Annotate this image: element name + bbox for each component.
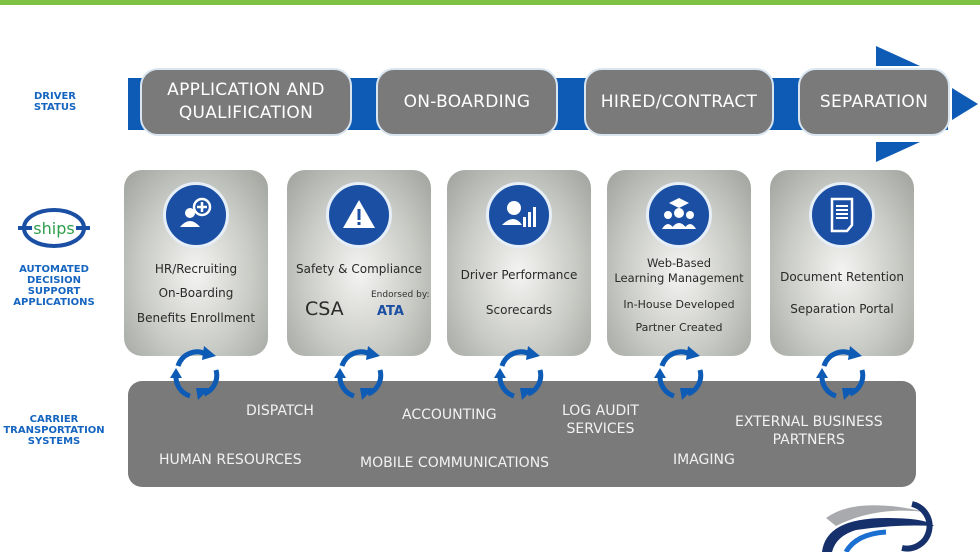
stage-separation: SEPARATION [798, 68, 950, 136]
systems-label: CARRIER TRANSPORTATION SYSTEMS [2, 414, 106, 447]
stage-hired-contract: HIRED/CONTRACT [584, 68, 774, 136]
system-log-audit: LOG AUDIT SERVICES [562, 402, 639, 438]
card-title: Learning Management [614, 271, 744, 285]
timeline-arrowhead-icon [876, 46, 978, 162]
label-line: APPLICATIONS [13, 297, 95, 308]
ships-logo-text: ships [33, 219, 74, 238]
endorsed-by-label: Endorsed by: [371, 290, 430, 300]
system-line: SERVICES [566, 421, 635, 437]
document-icon [809, 182, 875, 248]
card-line: Scorecards [485, 303, 553, 317]
card-line: On-Boarding [158, 286, 234, 300]
cycle-arrows-icon [334, 346, 384, 400]
graduation-group-icon [646, 182, 712, 248]
card-title: Safety & Compliance [295, 262, 422, 276]
ata-logo: ATA [377, 304, 404, 319]
card-title: Web-Based [646, 256, 712, 270]
system-accounting: ACCOUNTING [402, 407, 497, 423]
stage-label: ON-BOARDING [403, 91, 531, 112]
stage-label: APPLICATION AND [167, 80, 325, 100]
label-line: SYSTEMS [27, 436, 81, 447]
system-external-partners: EXTERNAL BUSINESS PARTNERS [735, 413, 883, 449]
driver-status-label: DRIVER STATUS [20, 91, 90, 113]
label-line: CARRIER [29, 414, 79, 425]
label-line: DECISION [27, 275, 81, 286]
stage-label: HIRED/CONTRACT [600, 91, 758, 112]
label-line: DRIVER [34, 91, 76, 102]
cycle-arrows-icon [816, 346, 866, 400]
ships-logo: ships [18, 208, 90, 248]
cycle-arrows-icon [170, 346, 220, 400]
stage-label: SEPARATION [819, 91, 929, 112]
csa-label: CSA [305, 298, 344, 320]
warning-icon [326, 182, 392, 248]
card-line: Partner Created [635, 321, 723, 334]
card-driver-performance: Driver Performance Scorecards [447, 170, 591, 356]
system-line: EXTERNAL BUSINESS [735, 414, 883, 430]
stage-application-qualification: APPLICATION AND QUALIFICATION [140, 68, 352, 136]
label-line: TRANSPORTATION [3, 425, 105, 436]
top-accent-bar [0, 0, 980, 5]
card-title: Driver Performance [460, 268, 578, 282]
card-safety-compliance: Safety & Compliance CSA Endorsed by: ATA [287, 170, 431, 356]
driver-performance-icon [486, 182, 552, 248]
stage-label: QUALIFICATION [178, 103, 314, 123]
card-title: HR/Recruiting [154, 262, 238, 276]
system-line: LOG AUDIT [562, 403, 639, 419]
system-mobile-communications: MOBILE COMMUNICATIONS [360, 455, 550, 471]
card-document-retention: Document Retention Separation Portal [770, 170, 914, 356]
company-swoosh-logo [822, 501, 934, 552]
card-line: In-House Developed [623, 298, 735, 311]
label-line: STATUS [33, 102, 77, 113]
cycle-arrows-icon [494, 346, 544, 400]
card-learning-management: Web-Based Learning Management In-House D… [607, 170, 751, 356]
system-human-resources: HUMAN RESOURCES [159, 452, 302, 468]
cycle-arrows-icon [654, 346, 704, 400]
applications-label: AUTOMATED DECISION SUPPORT APPLICATIONS [10, 264, 98, 308]
label-line: AUTOMATED [19, 264, 89, 275]
system-dispatch: DISPATCH [246, 403, 314, 419]
stage-on-boarding: ON-BOARDING [376, 68, 558, 136]
label-line: SUPPORT [27, 286, 81, 297]
card-line: Benefits Enrollment [136, 311, 256, 325]
card-title: Document Retention [780, 270, 904, 284]
card-hr-recruiting: HR/Recruiting On-Boarding Benefits Enrol… [124, 170, 268, 356]
add-user-icon [163, 182, 229, 248]
system-line: PARTNERS [772, 432, 845, 448]
card-line: Separation Portal [790, 302, 894, 316]
system-imaging: IMAGING [673, 452, 735, 468]
